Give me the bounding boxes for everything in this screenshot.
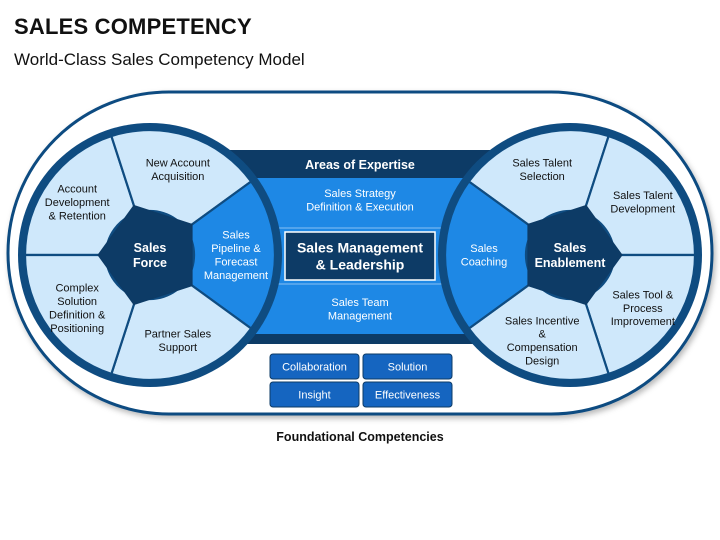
foundation-box-label: Collaboration: [282, 362, 347, 374]
core-competency-box: [284, 231, 436, 281]
core-label-line: & Leadership: [316, 256, 405, 272]
right-segment-label-line: Sales Tool &: [612, 289, 674, 301]
right-segment-label-line: Design: [525, 356, 559, 368]
core-label-line: Sales Management: [297, 239, 423, 255]
foundation-caption: Foundational Competencies: [276, 430, 443, 444]
left-segment-label-line: Support: [159, 342, 198, 354]
left-segment-label-line: Development: [45, 197, 110, 209]
left-segment-label-line: Sales: [222, 230, 250, 242]
right-segment-label-line: Sales Talent: [512, 158, 572, 170]
areas-heading: Areas of Expertise: [305, 158, 415, 172]
left-segment-label-line: Management: [204, 270, 268, 282]
foundation-box-label: Effectiveness: [375, 390, 441, 402]
left-segment: [110, 279, 253, 382]
left-segment-label-line: Account: [57, 184, 97, 196]
left-segment-label-line: Complex: [55, 283, 99, 295]
foundation-box: [269, 381, 360, 408]
page-subtitle: World-Class Sales Competency Model: [14, 50, 305, 69]
left-segment-label-line: Forecast: [215, 257, 258, 269]
areas-of-expertise-banner: [220, 150, 500, 178]
left-segment-label-line: Positioning: [50, 323, 104, 335]
left-segment: [184, 179, 277, 331]
left-segment-label-line: Definition &: [49, 310, 106, 322]
left-hub-label-line: Sales: [134, 241, 167, 255]
foundation-box: [362, 353, 453, 380]
team-label-line: Sales Team: [331, 297, 388, 309]
right-segment: [467, 279, 610, 382]
left-segment-label-line: Pipeline &: [211, 243, 261, 255]
strategy-label-line: Definition & Execution: [306, 202, 414, 214]
right-segment-label-line: Sales Incentive: [505, 315, 580, 327]
left-segment-label-line: Acquisition: [151, 171, 204, 183]
left-hub-label-line: Force: [133, 256, 167, 270]
right-hub-label-line: Sales: [554, 241, 587, 255]
right-segment: [582, 253, 697, 376]
right-segment: [443, 179, 536, 331]
team-label-line: Management: [328, 311, 392, 323]
left-segment-label-line: Partner Sales: [144, 329, 211, 341]
center-bottom-bar: [220, 334, 500, 344]
left-segment: [110, 128, 253, 231]
left-segment: [23, 134, 138, 257]
right-segment-label-line: Selection: [520, 171, 565, 183]
foundation-box: [362, 381, 453, 408]
right-hub-label-line: Enablement: [535, 256, 607, 270]
foundation-box-label: Insight: [298, 390, 330, 402]
right-segment-label-line: Sales Talent: [613, 190, 673, 202]
right-segment-label-line: Coaching: [461, 257, 507, 269]
right-segment-label-line: Development: [610, 204, 675, 216]
right-hub: [527, 204, 623, 306]
right-segment-label-line: Process: [623, 303, 663, 315]
foundation-box: [269, 353, 360, 380]
left-hub: [97, 204, 193, 306]
strategy-label-line: Sales Strategy: [324, 188, 396, 200]
right-segment-label-line: Compensation: [507, 342, 578, 354]
left-segment: [23, 253, 138, 376]
right-segment-label-line: Sales: [470, 243, 498, 255]
left-segment-label-line: Solution: [57, 296, 97, 308]
foundation-box-label: Solution: [388, 362, 428, 374]
core-label: Sales Management& Leadership: [297, 239, 423, 272]
right-segment: [467, 128, 610, 231]
right-segment-label-line: &: [539, 329, 547, 341]
right-segment: [582, 134, 697, 257]
right-segment-label-line: Improvement: [611, 316, 675, 328]
left-segment-label-line: & Retention: [48, 210, 105, 222]
left-segment-label-line: New Account: [146, 158, 210, 170]
page-title: SALES COMPETENCY: [14, 14, 252, 39]
